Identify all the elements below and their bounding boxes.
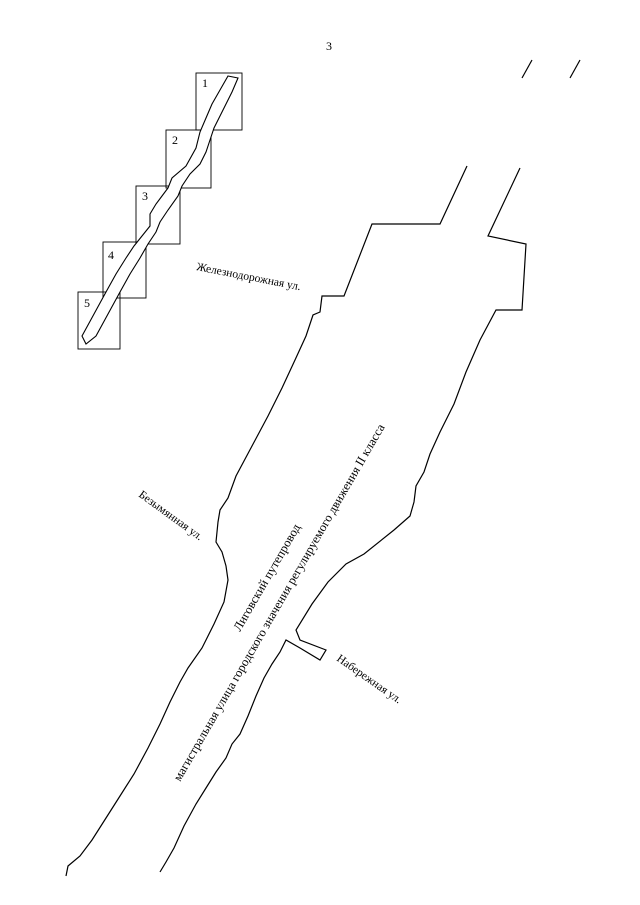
sheet-label-3: 3 [142,189,148,203]
sheet-label-5: 5 [84,296,90,310]
page-number: 3 [326,39,332,53]
sheet-label-2: 2 [172,133,178,147]
sheet-index: 1 2 3 4 5 [77,72,243,350]
sheet-frame-5 [77,291,121,350]
left-boundary-line [65,165,468,877]
sheet-frame-2 [165,129,212,189]
road-classification-label: магистральная улица городского значения … [170,421,387,783]
cut-mark-left [521,59,533,79]
index-road-strip [81,75,239,345]
sheet-frame-1 [195,72,243,131]
street-label-naberezhnaya: Набережная ул. [334,653,403,707]
sheet-frame-4 [102,241,147,299]
street-label-zheleznodorozhnaya: Железнодорожная ул. [195,261,301,293]
right-boundary-line [159,167,527,873]
sheet-frame-3 [135,185,181,245]
sheet-label-4: 4 [108,248,114,262]
sheet-label-1: 1 [202,76,208,90]
cut-mark-right [569,59,581,79]
street-label-bezymyannaya: Безымянная ул. [136,489,205,544]
